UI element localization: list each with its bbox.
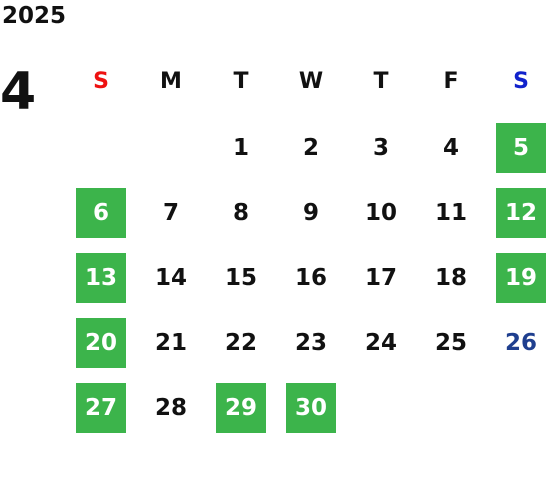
day-number: 5 bbox=[496, 122, 546, 173]
day-number: 7 bbox=[162, 199, 179, 226]
day-cell: 5 bbox=[486, 115, 548, 180]
day-number: 25 bbox=[434, 329, 467, 356]
day-cell: 25 bbox=[416, 310, 486, 375]
day-cell: 19 bbox=[486, 245, 548, 310]
day-number: 19 bbox=[496, 252, 546, 303]
day-number: 4 bbox=[442, 134, 459, 161]
day-number: 16 bbox=[294, 264, 327, 291]
weekday-header-thu: T bbox=[373, 68, 389, 94]
day-cell: 1 bbox=[206, 115, 276, 180]
day-cell: 16 bbox=[276, 245, 346, 310]
year-label: 2025 bbox=[2, 3, 67, 29]
day-number: 8 bbox=[232, 199, 249, 226]
day-number: 3 bbox=[372, 134, 389, 161]
day-number: 29 bbox=[216, 382, 266, 433]
day-cell: 3 bbox=[346, 115, 416, 180]
day-cell: 18 bbox=[416, 245, 486, 310]
day-number: 24 bbox=[364, 329, 397, 356]
day-cell: 29 bbox=[206, 375, 276, 440]
day-cell: 17 bbox=[346, 245, 416, 310]
weekday-header-sun: S bbox=[93, 68, 109, 94]
day-number: 27 bbox=[76, 382, 126, 433]
day-number: 11 bbox=[434, 199, 467, 226]
day-cell: 26 bbox=[486, 310, 548, 375]
day-number: 28 bbox=[154, 394, 187, 421]
day-number: 13 bbox=[76, 252, 126, 303]
weekday-header-mon: M bbox=[160, 68, 182, 94]
day-number: 6 bbox=[76, 187, 126, 238]
day-number: 18 bbox=[434, 264, 467, 291]
day-number: 15 bbox=[224, 264, 257, 291]
weekday-header-wed: W bbox=[298, 68, 324, 94]
day-cell: 11 bbox=[416, 180, 486, 245]
day-cell: 13 bbox=[66, 245, 136, 310]
day-cell: 8 bbox=[206, 180, 276, 245]
day-number: 1 bbox=[232, 134, 249, 161]
day-cell: 24 bbox=[346, 310, 416, 375]
empty-day-cell bbox=[486, 375, 548, 440]
day-number: 2 bbox=[302, 134, 319, 161]
day-number: 9 bbox=[302, 199, 319, 226]
day-number: 23 bbox=[294, 329, 327, 356]
day-cell: 23 bbox=[276, 310, 346, 375]
weekday-header-fri: F bbox=[443, 68, 459, 94]
day-number: 20 bbox=[76, 317, 126, 368]
day-cell: 7 bbox=[136, 180, 206, 245]
empty-day-cell bbox=[346, 375, 416, 440]
day-cell: 30 bbox=[276, 375, 346, 440]
day-cell: 2 bbox=[276, 115, 346, 180]
day-number: 26 bbox=[504, 329, 537, 356]
empty-day-cell bbox=[136, 115, 206, 180]
day-number: 21 bbox=[154, 329, 187, 356]
day-cell: 14 bbox=[136, 245, 206, 310]
month-label: 4 bbox=[0, 62, 37, 122]
day-number: 12 bbox=[496, 187, 546, 238]
day-cell: 28 bbox=[136, 375, 206, 440]
day-cell: 27 bbox=[66, 375, 136, 440]
day-number: 17 bbox=[364, 264, 397, 291]
empty-day-cell bbox=[416, 375, 486, 440]
day-cell: 12 bbox=[486, 180, 548, 245]
day-cell: 10 bbox=[346, 180, 416, 245]
day-number: 10 bbox=[364, 199, 397, 226]
empty-day-cell bbox=[66, 115, 136, 180]
day-cell: 20 bbox=[66, 310, 136, 375]
day-cell: 4 bbox=[416, 115, 486, 180]
day-number: 30 bbox=[286, 382, 336, 433]
day-cell: 6 bbox=[66, 180, 136, 245]
day-cell: 15 bbox=[206, 245, 276, 310]
day-cell: 22 bbox=[206, 310, 276, 375]
day-cell: 9 bbox=[276, 180, 346, 245]
day-number: 14 bbox=[154, 264, 187, 291]
day-number: 22 bbox=[224, 329, 257, 356]
weekday-header-tue: T bbox=[233, 68, 249, 94]
weekday-header-sat: S bbox=[513, 68, 529, 94]
day-cell: 21 bbox=[136, 310, 206, 375]
